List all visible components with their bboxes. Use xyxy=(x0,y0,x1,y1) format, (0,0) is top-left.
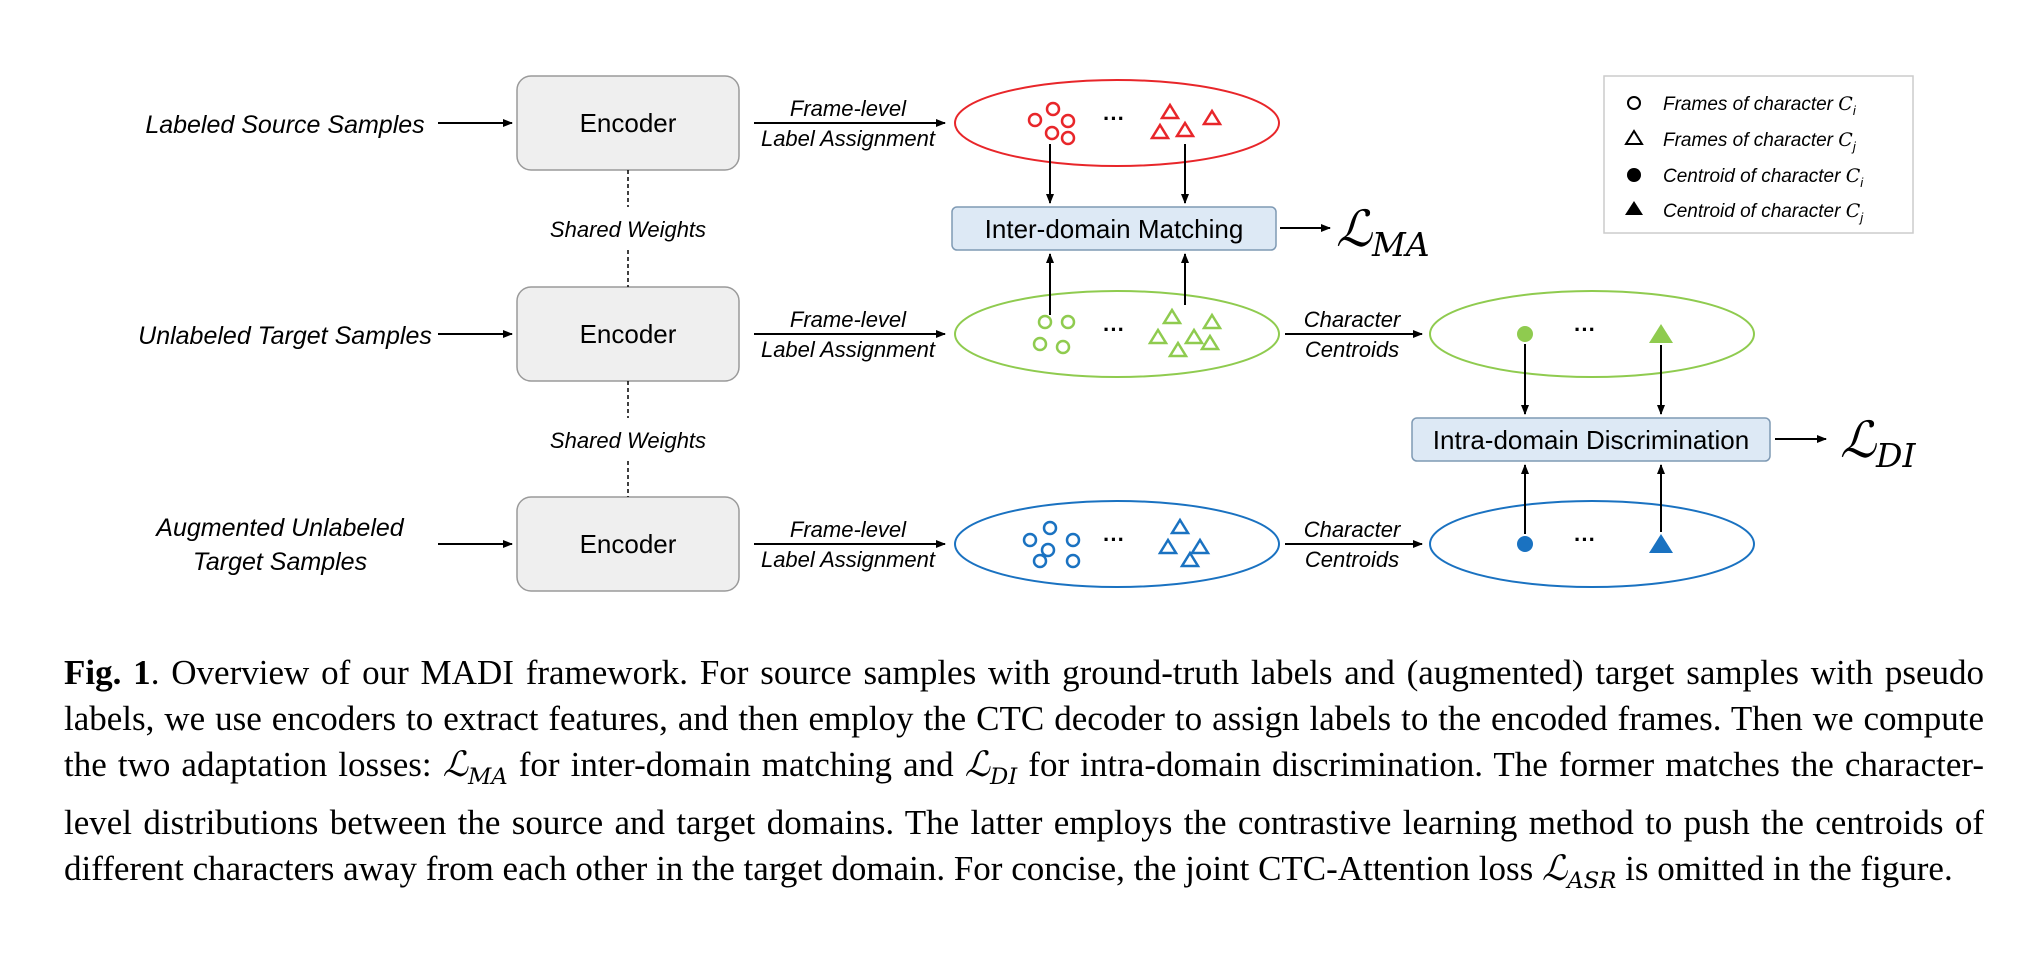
target-centroids-ellipse: ··· xyxy=(1429,290,1755,378)
triangle-frame-icon xyxy=(1157,517,1211,568)
intra-domain-label: Intra-domain Discrimination xyxy=(1433,425,1749,455)
encoder-label: Encoder xyxy=(580,108,677,138)
circle-frame-icon xyxy=(1022,520,1081,569)
encoder-target: Encoder xyxy=(516,286,740,382)
legend-hollow-triangle-icon xyxy=(1624,129,1644,145)
legend-filled-circle-icon xyxy=(1627,168,1641,182)
centroid-triangle-icon xyxy=(1649,324,1673,343)
frame-level-label: Frame-level xyxy=(790,517,907,542)
target-frames-ellipse: ··· xyxy=(954,290,1280,378)
ellipsis: ··· xyxy=(1103,527,1125,552)
centroid-circle-icon xyxy=(1517,536,1533,552)
frame-level-label: Frame-level xyxy=(790,96,907,121)
loss-ma-subscript: MA xyxy=(1371,225,1430,264)
loss-ma: ℒMA xyxy=(1336,200,1430,264)
encoder-label: Encoder xyxy=(580,319,677,349)
legend: Frames of character Ci Frames of charact… xyxy=(1603,75,1914,234)
triangle-frame-icon xyxy=(1147,307,1223,358)
caption-text: is omitted in the figure. xyxy=(1616,849,1953,888)
ellipsis: ··· xyxy=(1574,317,1596,342)
intra-domain-discrimination-box: Intra-domain Discrimination xyxy=(1411,417,1771,462)
label-assignment-label: Label Assignment xyxy=(761,337,936,362)
framework-diagram: Labeled Source Samples Unlabeled Target … xyxy=(138,75,1916,592)
ellipsis: ··· xyxy=(1103,317,1125,342)
centroids-label: Centroids xyxy=(1305,337,1399,362)
character-label: Character xyxy=(1304,517,1402,542)
input-label-target: Unlabeled Target Samples xyxy=(138,322,432,350)
augmented-frames-ellipse: ··· xyxy=(954,500,1280,588)
inter-domain-matching-box: Inter-domain Matching xyxy=(951,206,1277,251)
caption-text: for inter-domain matching and xyxy=(507,745,965,784)
encoder-augmented: Encoder xyxy=(516,496,740,592)
source-frames-ellipse: ··· xyxy=(954,79,1280,167)
legend-item: Centroid of character Ci xyxy=(1663,165,1864,190)
legend-item: Frames of character Cj xyxy=(1663,129,1857,154)
loss-di-subscript: DI xyxy=(1875,436,1916,475)
centroids-label: Centroids xyxy=(1305,547,1399,572)
inter-domain-label: Inter-domain Matching xyxy=(985,214,1244,244)
centroid-circle-icon xyxy=(1517,326,1533,342)
figure-label: Fig. 1 xyxy=(64,653,151,692)
label-assignment-label: Label Assignment xyxy=(761,126,936,151)
circle-frame-icon xyxy=(1027,101,1076,146)
triangle-frame-icon xyxy=(1149,102,1223,140)
caption-loss-asr: ℒASR xyxy=(1541,849,1617,894)
legend-filled-triangle-icon xyxy=(1625,201,1643,215)
caption-loss-di: ℒDI xyxy=(964,745,1018,790)
figure-caption: Fig. 1. Overview of our MADI framework. … xyxy=(64,650,1984,904)
input-label-augmented-line1: Augmented Unlabeled xyxy=(154,514,404,542)
loss-ma-symbol: ℒ xyxy=(1336,200,1373,258)
shared-weights-label: Shared Weights xyxy=(550,428,706,453)
circle-frame-icon xyxy=(1032,314,1076,355)
loss-di-symbol: ℒ xyxy=(1840,411,1877,469)
augmented-centroids-ellipse: ··· xyxy=(1429,500,1755,588)
centroid-triangle-icon xyxy=(1649,534,1673,553)
input-label-augmented-line2: Target Samples xyxy=(193,548,367,576)
legend-item: Frames of character Ci xyxy=(1663,93,1857,118)
ellipsis: ··· xyxy=(1574,527,1596,552)
input-label-source: Labeled Source Samples xyxy=(145,111,424,139)
legend-hollow-circle-icon xyxy=(1627,96,1641,110)
character-label: Character xyxy=(1304,307,1402,332)
shared-weights-label: Shared Weights xyxy=(550,217,706,242)
frame-level-label: Frame-level xyxy=(790,307,907,332)
caption-text: . Overview of our MADI framework. For so… xyxy=(64,653,1984,784)
ellipsis: ··· xyxy=(1103,106,1125,131)
loss-di: ℒDI xyxy=(1840,411,1916,475)
caption-loss-ma: ℒMA xyxy=(442,745,508,790)
caption-text: for intra-domain discrimination. The for… xyxy=(64,745,1984,888)
label-assignment-label: Label Assignment xyxy=(761,547,936,572)
encoder-label: Encoder xyxy=(580,529,677,559)
legend-item: Centroid of character Cj xyxy=(1663,200,1864,225)
encoder-source: Encoder xyxy=(516,75,740,171)
